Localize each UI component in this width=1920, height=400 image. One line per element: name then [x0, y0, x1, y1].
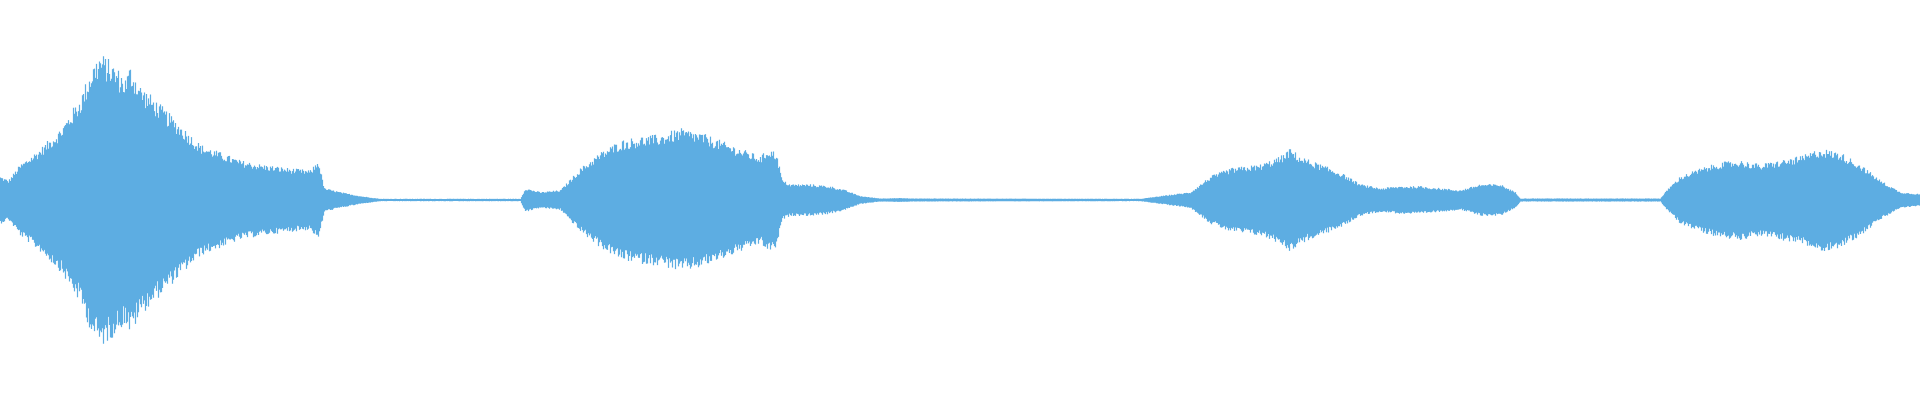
waveform-shape	[0, 56, 1920, 344]
